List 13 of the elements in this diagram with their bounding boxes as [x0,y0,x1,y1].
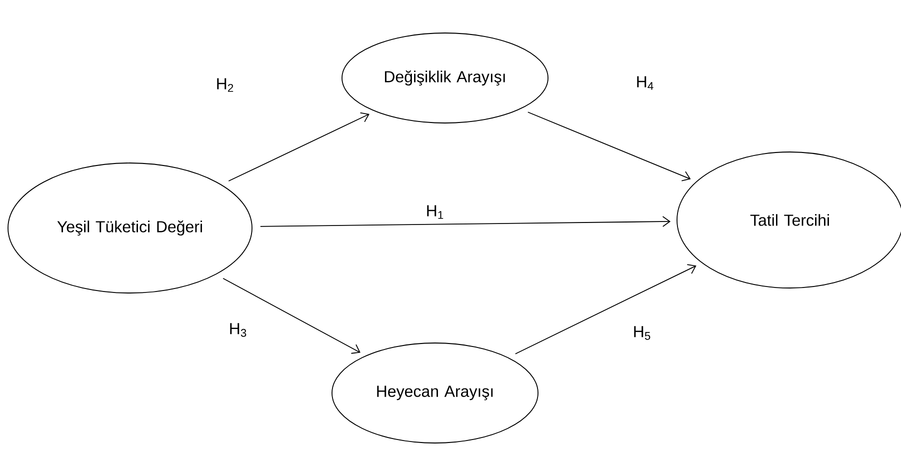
edge-label: H$_{4}$ [637,76,654,90]
ellipse-node: Heyecan Arayışı [332,342,538,444]
arrow [228,112,370,182]
arrow [514,264,696,354]
ellipse-node: Değişiklik Arayışı [342,32,548,124]
arrow [222,278,360,354]
edge-label: H$_{1}$ [427,205,444,219]
edge-label: H$_{5}$ [634,326,650,340]
ellipse-node: Yeşil Tüketici Değeri [8,162,252,294]
edge-label: H$_{3}$ [230,323,246,337]
arrow [260,216,671,227]
edge-label: H$_{2}$ [217,78,234,92]
arrow [527,112,691,182]
